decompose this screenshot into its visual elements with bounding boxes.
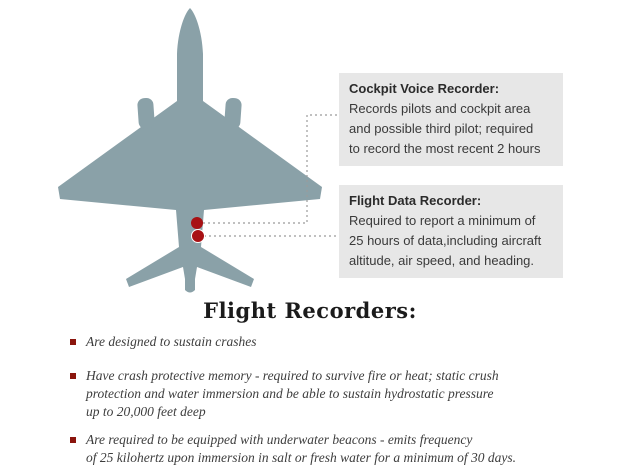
flight-recorders-bullet-list: Are designed to sustain crashes Have cra… <box>70 333 580 467</box>
flight-data-recorder-callout: Flight Data Recorder: Required to report… <box>339 185 563 278</box>
list-item: Are required to be equipped with underwa… <box>70 431 580 467</box>
recorder-dots <box>191 217 205 243</box>
callout-body: Records pilots and cockpit area and poss… <box>349 101 541 156</box>
square-bullet-icon <box>70 339 76 345</box>
callout-connectors <box>203 114 339 237</box>
cockpit-voice-recorder-callout: Cockpit Voice Recorder: Records pilots a… <box>339 73 563 166</box>
airplane-icon <box>58 8 322 293</box>
callout-title: Flight Data Recorder: <box>349 193 482 208</box>
left-engine-shape <box>137 97 155 130</box>
list-item: Are designed to sustain crashes <box>70 333 580 351</box>
square-bullet-icon <box>70 373 76 379</box>
cockpit-voice-recorder-dot-icon <box>191 217 203 229</box>
callout-body: Required to report a minimum of 25 hours… <box>349 213 542 268</box>
list-item-text: Are required to be equipped with underwa… <box>86 432 517 465</box>
fuselage-wings-shape <box>58 8 322 293</box>
list-item: Have crash protective memory - required … <box>70 367 580 421</box>
square-bullet-icon <box>70 437 76 443</box>
cvr-connector-line <box>203 114 339 224</box>
list-item-text: Are designed to sustain crashes <box>86 334 257 349</box>
right-engine-shape <box>224 97 242 130</box>
callout-title: Cockpit Voice Recorder: <box>349 81 500 96</box>
flight-data-recorder-dot-icon <box>191 229 205 243</box>
list-item-text: Have crash protective memory - required … <box>86 368 499 419</box>
page-title: Flight Recorders: <box>203 298 417 323</box>
